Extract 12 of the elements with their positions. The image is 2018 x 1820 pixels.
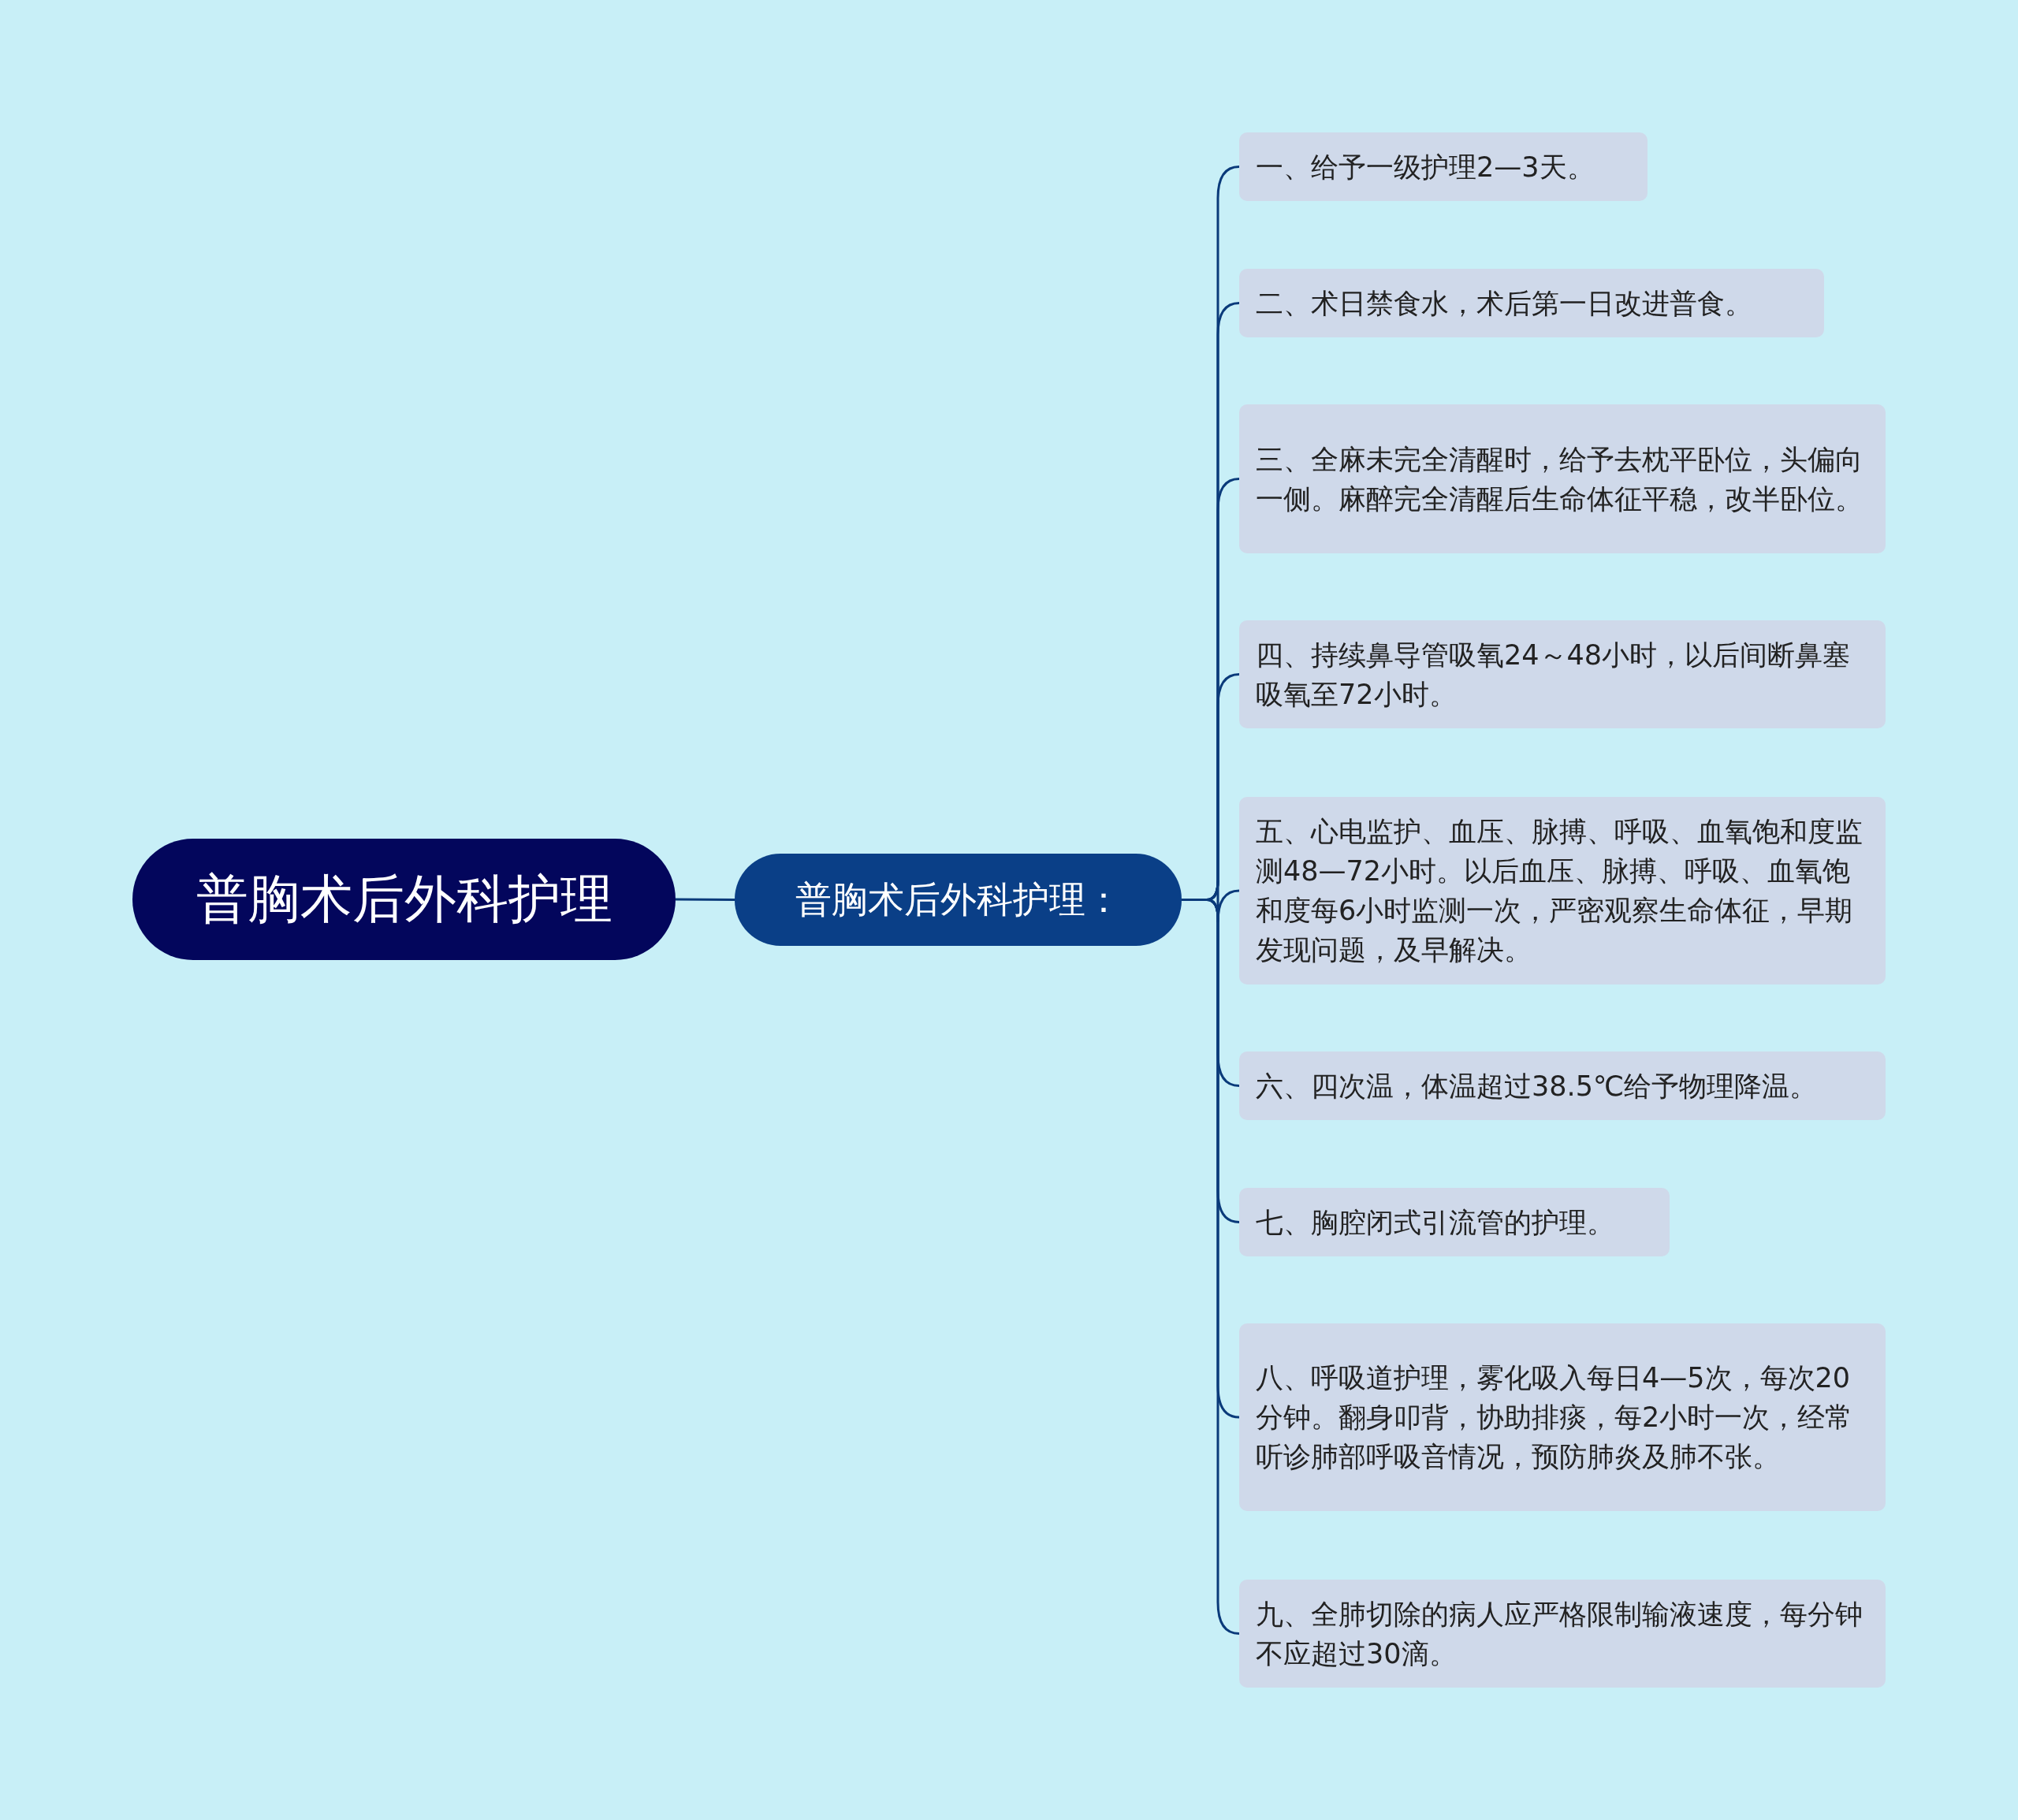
note-box: 七、胸腔闭式引流管的护理。: [1239, 1188, 1670, 1256]
note-box: 一、给予一级护理2—3天。: [1239, 132, 1648, 201]
note-box: 九、全肺切除的病人应严格限制输液速度，每分钟不应超过30滴。: [1239, 1580, 1886, 1688]
subtopic-box: 普胸术后外科护理：: [735, 854, 1182, 946]
connector: [676, 898, 735, 901]
topic-box: 普胸术后外科护理: [132, 839, 676, 960]
note-box: 六、四次温，体温超过38.5℃给予物理降温。: [1239, 1051, 1886, 1120]
note-box: 三、全麻未完全清醒时，给予去枕平卧位，头偏向一侧。麻醉完全清醒后生命体征平稳，改半卧位。: [1239, 404, 1886, 553]
note-box: 五、心电监护、血压、脉搏、呼吸、血氧饱和度监测48—72小时。以后血压、脉搏、呼吸、血氧饱和度每6小时监测一次，严密观察生命体征，早期发现问题，及早解决。: [1239, 797, 1886, 984]
note-box: 四、持续鼻导管吸氧24～48小时，以后间断鼻塞吸氧至72小时。: [1239, 620, 1886, 728]
note-box: 八、呼吸道护理，雾化吸入每日4—5次，每次20分钟。翻身叩背，协助排痰，每2小时一次，经常听诊肺部呼吸音情况，预防肺炎及肺不张。: [1239, 1323, 1886, 1511]
note-box: 二、术日禁食水，术后第一日改进普食。: [1239, 269, 1824, 337]
